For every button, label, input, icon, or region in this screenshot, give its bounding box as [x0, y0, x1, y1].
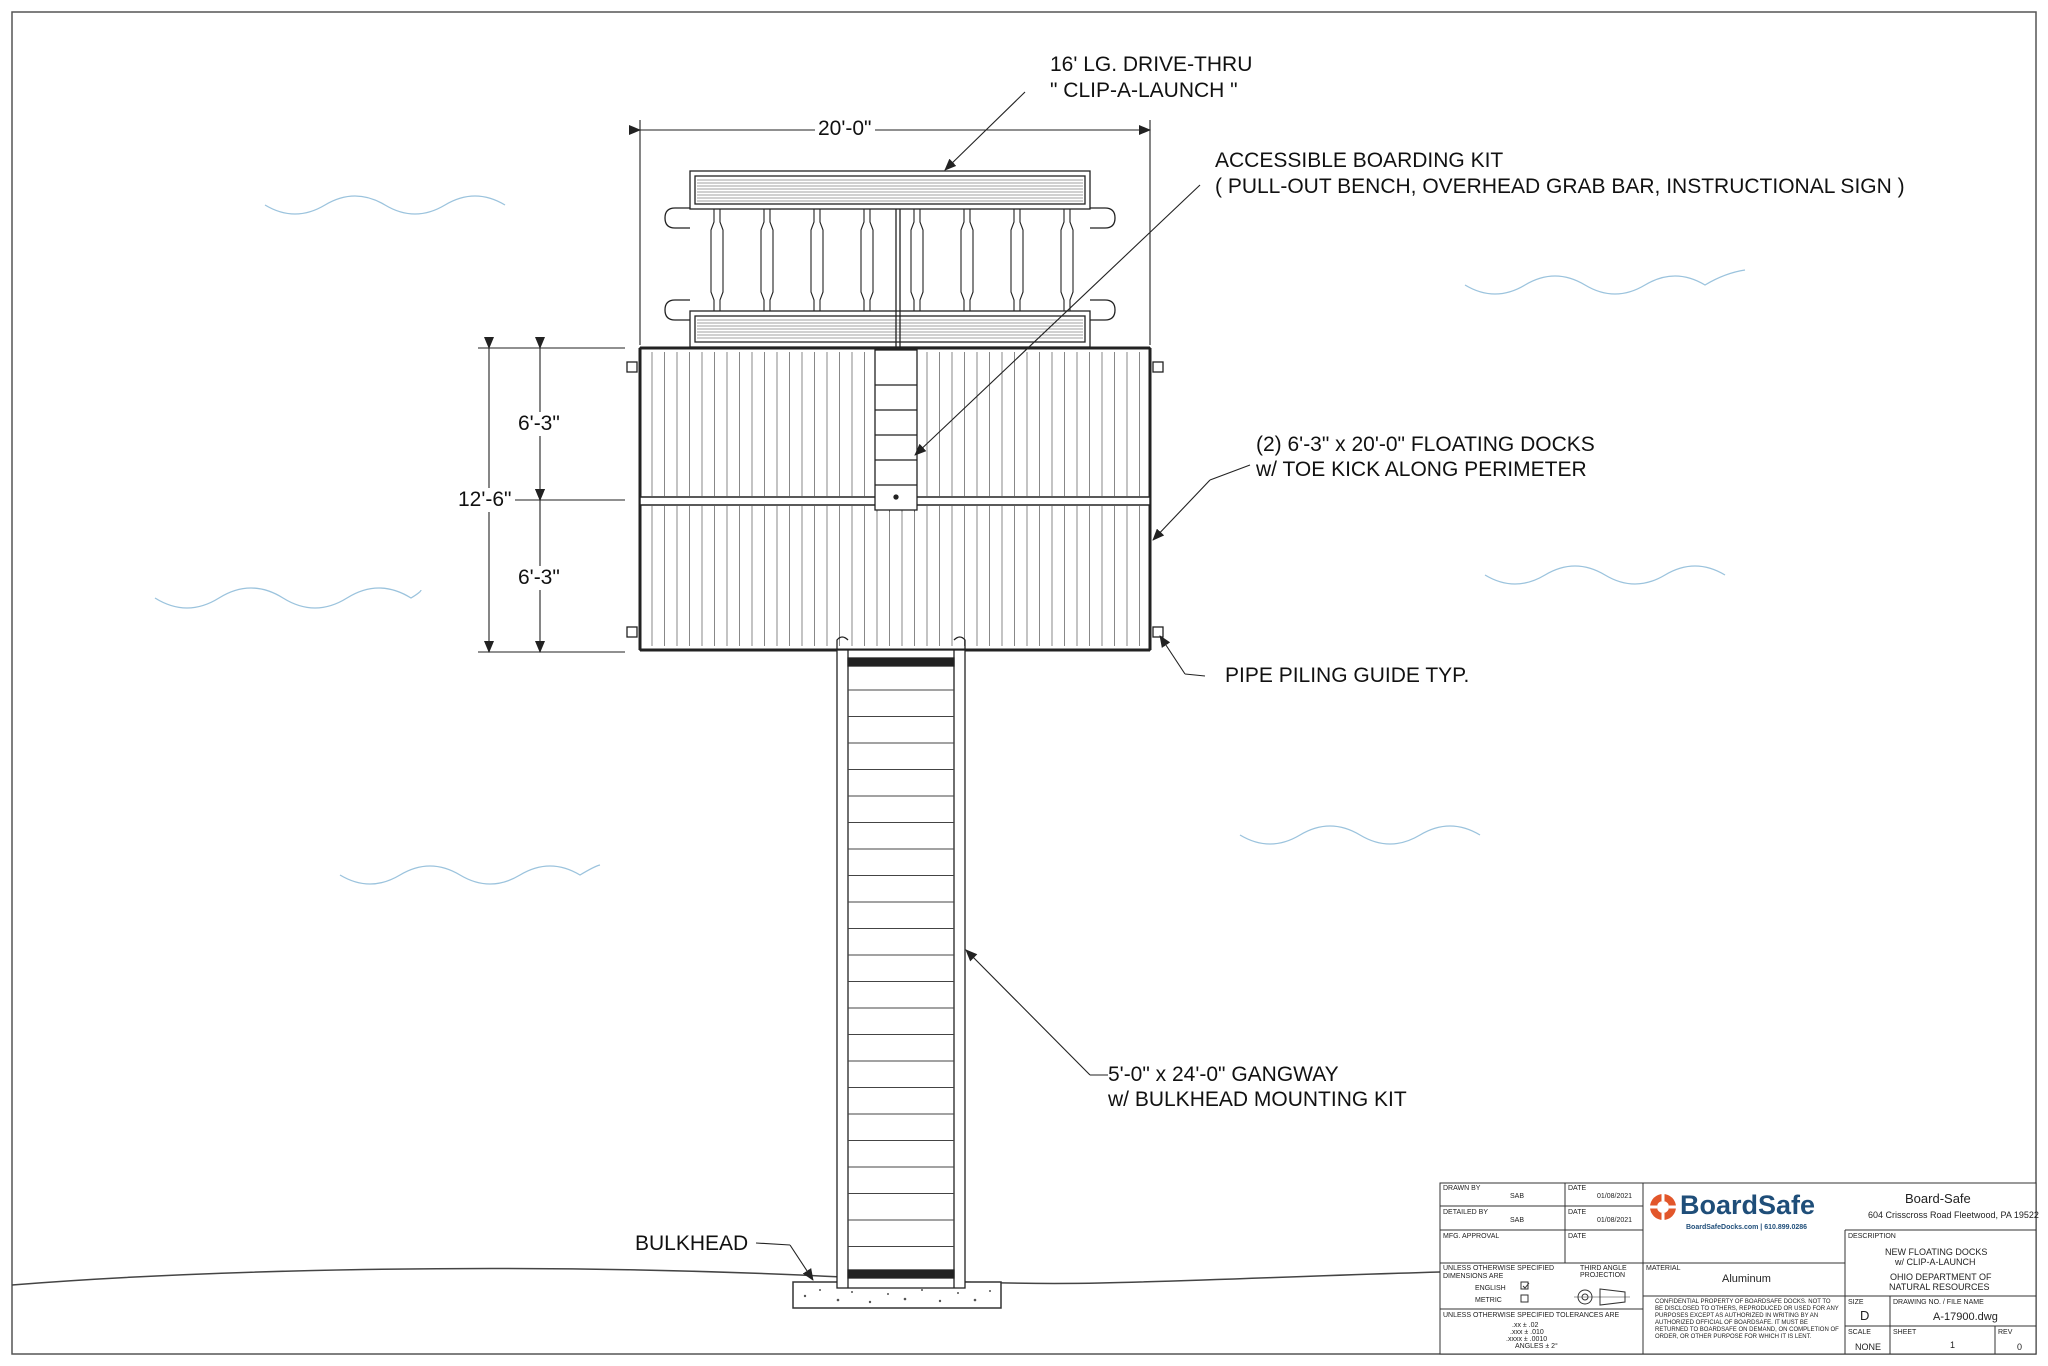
size-label: SIZE [1848, 1299, 1864, 1306]
clip-a-launch [664, 170, 1116, 348]
drawn-date-value: 01/08/2021 [1597, 1193, 1633, 1200]
projection-label-1: THIRD ANGLE [1580, 1265, 1627, 1272]
launch-post [810, 209, 824, 311]
confidential-notice: CONFIDENTIAL PROPERTY OF BOARDSAFE DOCKS… [1655, 1299, 1839, 1340]
tolerance-1: .xx ± .02 [1512, 1322, 1539, 1329]
launch-posts [710, 209, 1074, 311]
floating-docks-label-2: w/ TOE KICK ALONG PERIMETER [1256, 458, 1587, 481]
title-block-grid [1439, 1182, 2037, 1355]
sheet-value: 1 [1950, 1340, 1956, 1350]
boardsafe-logo-text: BoardSafe [1680, 1190, 1816, 1220]
company-address: 604 Crisscross Road Fleetwood, PA 19522 [1868, 1210, 2039, 1220]
water-waves [154, 195, 1746, 885]
dims-note-2: DIMENSIONS ARE [1443, 1273, 1504, 1280]
description-label: DESCRIPTION [1848, 1233, 1896, 1240]
width-dimension: 20'-0" [815, 117, 875, 141]
floating-docks-label-1: (2) 6'-3" x 20'-0" FLOATING DOCKS [1256, 433, 1595, 456]
tolerance-3: .xxxx ± .0010 [1506, 1336, 1548, 1343]
launch-post [710, 209, 724, 311]
boarding-kit-label-1: ACCESSIBLE BOARDING KIT [1215, 149, 1504, 172]
dims-note-1: UNLESS OTHERWISE SPECIFIED [1443, 1265, 1555, 1272]
metric-option: METRIC [1475, 1297, 1502, 1304]
bulkhead-label: BULKHEAD [635, 1232, 749, 1255]
tolerance-2: .xxx ± .010 [1510, 1329, 1544, 1336]
clip-launch-label-2: " CLIP-A-LAUNCH " [1050, 79, 1238, 102]
tolerance-note: UNLESS OTHERWISE SPECIFIED TOLERANCES AR… [1443, 1312, 1620, 1319]
launch-post [1060, 209, 1074, 311]
scale-value: NONE [1855, 1342, 1882, 1352]
bottom-dock-depth-dimension: 6'-3" [515, 566, 563, 590]
description-line-2: w/ CLIP-A-LAUNCH [1895, 1257, 1976, 1267]
detailed-date-label: DATE [1568, 1209, 1587, 1216]
shoreline [11, 1267, 1441, 1286]
drawn-by-label: DRAWN BY [1443, 1185, 1481, 1192]
drawn-date-label: DATE [1568, 1185, 1587, 1192]
bench-hatch [697, 179, 1083, 339]
gangway [836, 636, 966, 1289]
launch-post [960, 209, 974, 311]
sheet-border [11, 11, 2037, 1355]
sheet-label: SHEET [1893, 1329, 1917, 1336]
company-name: Board-Safe [1905, 1191, 1971, 1206]
launch-post [860, 209, 874, 311]
mfg-approval-label: MFG. APPROVAL [1443, 1233, 1500, 1240]
clip-launch-label-1: 16' LG. DRIVE-THRU [1050, 53, 1253, 76]
detailed-by-value: SAB [1510, 1217, 1525, 1224]
description-line-3: OHIO DEPARTMENT OF [1890, 1272, 1992, 1282]
logo-subtitle: BoardSafeDocks.com | 610.899.0286 [1686, 1224, 1808, 1231]
detailed-date-value: 01/08/2021 [1597, 1217, 1633, 1224]
size-value: D [1860, 1308, 1870, 1323]
boarding-kit [874, 209, 918, 511]
logo-ring-icon [1650, 1194, 1676, 1220]
pipe-piling-guides [626, 361, 1164, 638]
total-depth-dimension: 12'-6" [455, 488, 515, 512]
description-line-4: NATURAL RESOURCES [1889, 1282, 1990, 1292]
leader-lines [755, 91, 1251, 1281]
gangway-label-1: 5'-0" x 24'-0" GANGWAY [1108, 1063, 1339, 1086]
launch-post [910, 209, 924, 311]
scale-label: SCALE [1848, 1329, 1871, 1336]
material-label: MATERIAL [1646, 1265, 1681, 1272]
gangway-label-2: w/ BULKHEAD MOUNTING KIT [1108, 1088, 1407, 1111]
launch-post [1010, 209, 1024, 311]
detailed-by-label: DETAILED BY [1443, 1209, 1488, 1216]
top-dock-depth-dimension: 6'-3" [515, 412, 563, 436]
description-line-1: NEW FLOATING DOCKS [1885, 1247, 1988, 1257]
english-option: ENGLISH [1475, 1285, 1506, 1292]
drawing-no-label: DRAWING NO. / FILE NAME [1893, 1299, 1984, 1306]
launch-post [760, 209, 774, 311]
mfg-date-label: DATE [1568, 1233, 1587, 1240]
tolerance-4: ANGLES ± 2° [1515, 1343, 1558, 1350]
gangway-treads [848, 689, 954, 1247]
piling-guide-label: PIPE PILING GUIDE TYP. [1225, 664, 1470, 687]
rev-label: REV [1998, 1329, 2013, 1336]
boarding-kit-label-2: ( PULL-OUT BENCH, OVERHEAD GRAB BAR, INS… [1215, 175, 1905, 198]
projection-label-2: PROJECTION [1580, 1272, 1626, 1279]
deck-boards [651, 352, 1140, 646]
material-value: Aluminum [1722, 1273, 1771, 1285]
drawing-no-value: A-17900.dwg [1933, 1311, 1998, 1323]
rev-value: 0 [2017, 1342, 2023, 1352]
drawn-by-value: SAB [1510, 1193, 1525, 1200]
